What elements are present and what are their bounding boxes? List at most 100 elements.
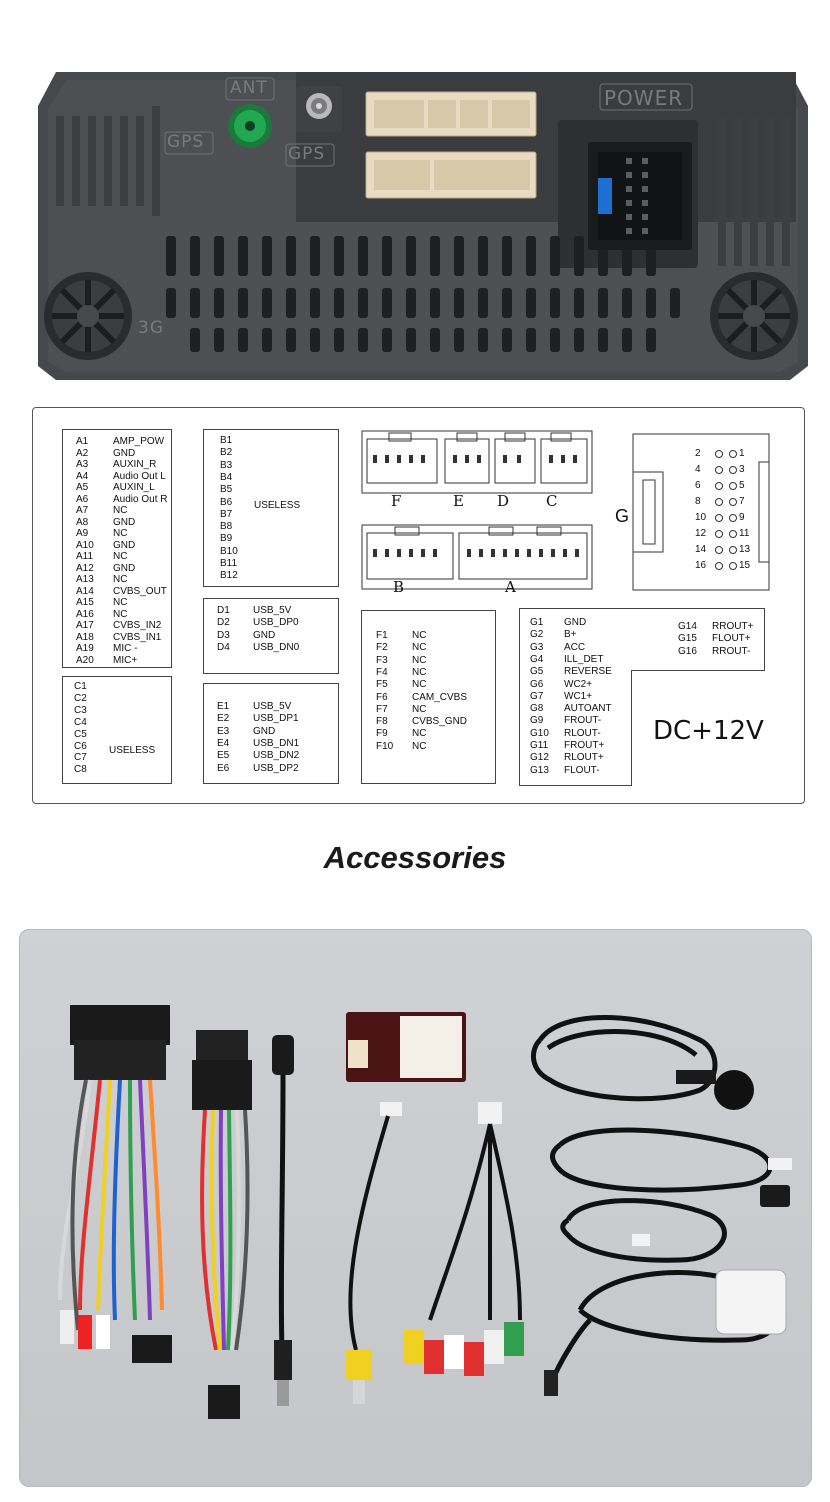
pin-row: B12 (220, 570, 250, 582)
pin-function: NC (113, 608, 128, 620)
pin-function: USB_DN1 (253, 737, 300, 749)
pin-row: B9 (220, 533, 250, 545)
pin-function: WC1+ (564, 690, 593, 702)
pin-function: Audio Out L (113, 470, 166, 482)
pin-function: NC (412, 728, 427, 740)
pin-function: NC (412, 642, 427, 654)
pin-id: A12 (76, 562, 94, 574)
connector-letter-d: D (497, 492, 510, 510)
useless-label-c: USELESS (109, 745, 156, 756)
pin-row: F7 NC (376, 704, 426, 716)
pin-function: NC (412, 703, 427, 715)
pin-function: MIC+ (113, 654, 138, 666)
pin-id: A20 (76, 654, 94, 666)
connector-letter-a: A (505, 578, 516, 596)
g-pin-circle (715, 562, 723, 570)
pin-id: C2 (74, 692, 87, 704)
pin-id: G6 (530, 678, 544, 690)
pin-function: NC (412, 630, 427, 641)
iso-harness-icon (192, 1030, 252, 1419)
antenna-adapter-icon (272, 1035, 294, 1406)
pin-id: F5 (376, 679, 388, 691)
pin-id: F4 (376, 666, 388, 678)
pin-function: MIC - (113, 643, 138, 654)
pin-id: G12 (530, 752, 549, 764)
gps-antenna-icon (544, 1269, 787, 1396)
pin-function: GND (253, 629, 276, 641)
head-unit-rear-photo: GPS ANT GPS POWER 3G (38, 66, 808, 384)
g-pin-circle (729, 482, 737, 490)
g-pin-odd-number: 3 (739, 464, 745, 475)
g-pin-odd-number: 11 (739, 528, 750, 539)
power-connector-icon (588, 142, 692, 250)
pin-id: A4 (76, 470, 89, 482)
pin-id: A19 (76, 643, 94, 654)
pin-row: C5 (74, 729, 104, 741)
pin-row: A5 AUXIN_L (76, 482, 155, 494)
pin-id: B4 (220, 471, 233, 483)
pin-id: A3 (76, 459, 89, 470)
pin-id: A6 (76, 493, 89, 505)
pin-row: C4 (74, 717, 104, 729)
pin-id: A2 (76, 447, 89, 459)
connector-letter-f: F (391, 492, 402, 510)
pin-row: A20 MIC+ (76, 655, 137, 667)
pin-id: C8 (74, 764, 87, 776)
pin-function: USB_5V (253, 605, 292, 616)
pin-function: RROUT- (712, 645, 751, 657)
fan-right-icon (710, 272, 798, 360)
pin-id: G14 (678, 621, 697, 632)
pin-function: NC (412, 740, 427, 752)
pin-function: GND (113, 516, 136, 528)
pin-function: NC (412, 666, 427, 678)
pin-id: E4 (217, 737, 230, 749)
pin-id: B1 (220, 435, 233, 446)
pin-function: FLOUT- (564, 764, 600, 776)
accessories-illustration (58, 1005, 792, 1419)
pin-function: FLOUT+ (712, 633, 751, 645)
pin-id: C5 (74, 728, 87, 740)
pin-id: F7 (376, 703, 388, 715)
pin-id: E6 (217, 762, 230, 774)
usb-cable-icon (550, 1127, 792, 1207)
pin-row: B4 (220, 472, 250, 484)
g-pin-even-number: 8 (695, 496, 701, 507)
pin-id: A5 (76, 482, 89, 493)
pin-id: G15 (678, 633, 697, 645)
pin-id: B10 (220, 545, 238, 557)
g-pin-odd-number: 1 (739, 448, 745, 459)
useless-label-b: USELESS (254, 500, 301, 511)
rca-bundle-icon (404, 1102, 524, 1376)
main-harness-icon (58, 1005, 172, 1363)
pin-id: E5 (217, 750, 230, 762)
pin-row: B6 (220, 497, 250, 509)
pin-row: C8 (74, 764, 104, 776)
pin-function: AUXIN_L (113, 482, 155, 493)
pin-id: G2 (530, 629, 544, 641)
pin-id: D4 (217, 641, 230, 653)
